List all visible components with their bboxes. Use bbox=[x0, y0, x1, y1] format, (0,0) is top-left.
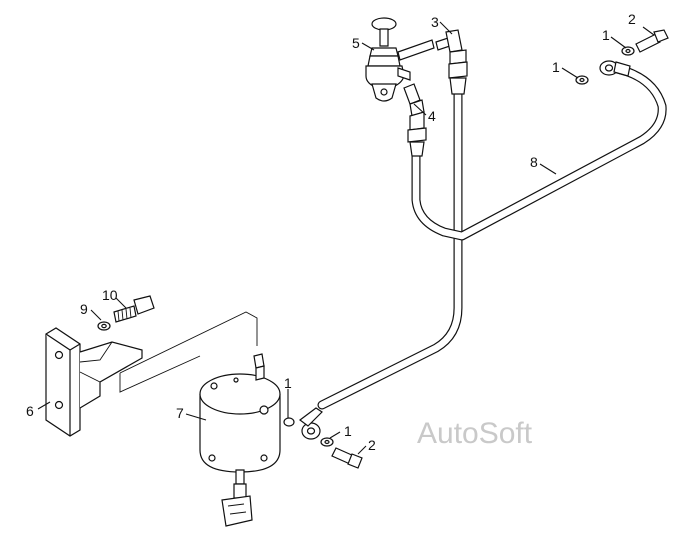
leader-lines bbox=[37, 21, 655, 455]
callout-10: 10 bbox=[102, 287, 118, 303]
callout-1-bottom: 1 bbox=[344, 423, 352, 439]
callout-2-top: 2 bbox=[628, 11, 636, 27]
callout-5: 5 bbox=[352, 35, 360, 51]
mounting-bracket bbox=[45, 327, 143, 437]
callout-1-cylinder: 1 bbox=[284, 375, 292, 391]
callout-9: 9 bbox=[80, 301, 88, 317]
elbow-fitting bbox=[403, 83, 427, 157]
callout-6: 6 bbox=[26, 403, 34, 419]
callout-8: 8 bbox=[530, 154, 538, 170]
callout-3: 3 bbox=[431, 14, 439, 30]
watermark-text: AutoSoft bbox=[417, 417, 533, 450]
air-reservoir bbox=[199, 353, 281, 527]
tube-8 bbox=[411, 63, 667, 241]
tube-main bbox=[317, 87, 463, 410]
banjo-fitting-top bbox=[575, 29, 669, 85]
bracket-bolt bbox=[97, 295, 155, 331]
callout-2-bottom: 2 bbox=[368, 437, 376, 453]
callout-1-top-left: 1 bbox=[552, 59, 560, 75]
banjo-fitting-bottom bbox=[283, 407, 363, 469]
tube-fitting-top bbox=[445, 29, 468, 95]
callout-1-top-right: 1 bbox=[602, 27, 610, 43]
valve-assembly bbox=[365, 17, 451, 102]
callout-4: 4 bbox=[428, 108, 436, 124]
callout-7: 7 bbox=[176, 405, 184, 421]
alignment-lines bbox=[119, 311, 258, 393]
